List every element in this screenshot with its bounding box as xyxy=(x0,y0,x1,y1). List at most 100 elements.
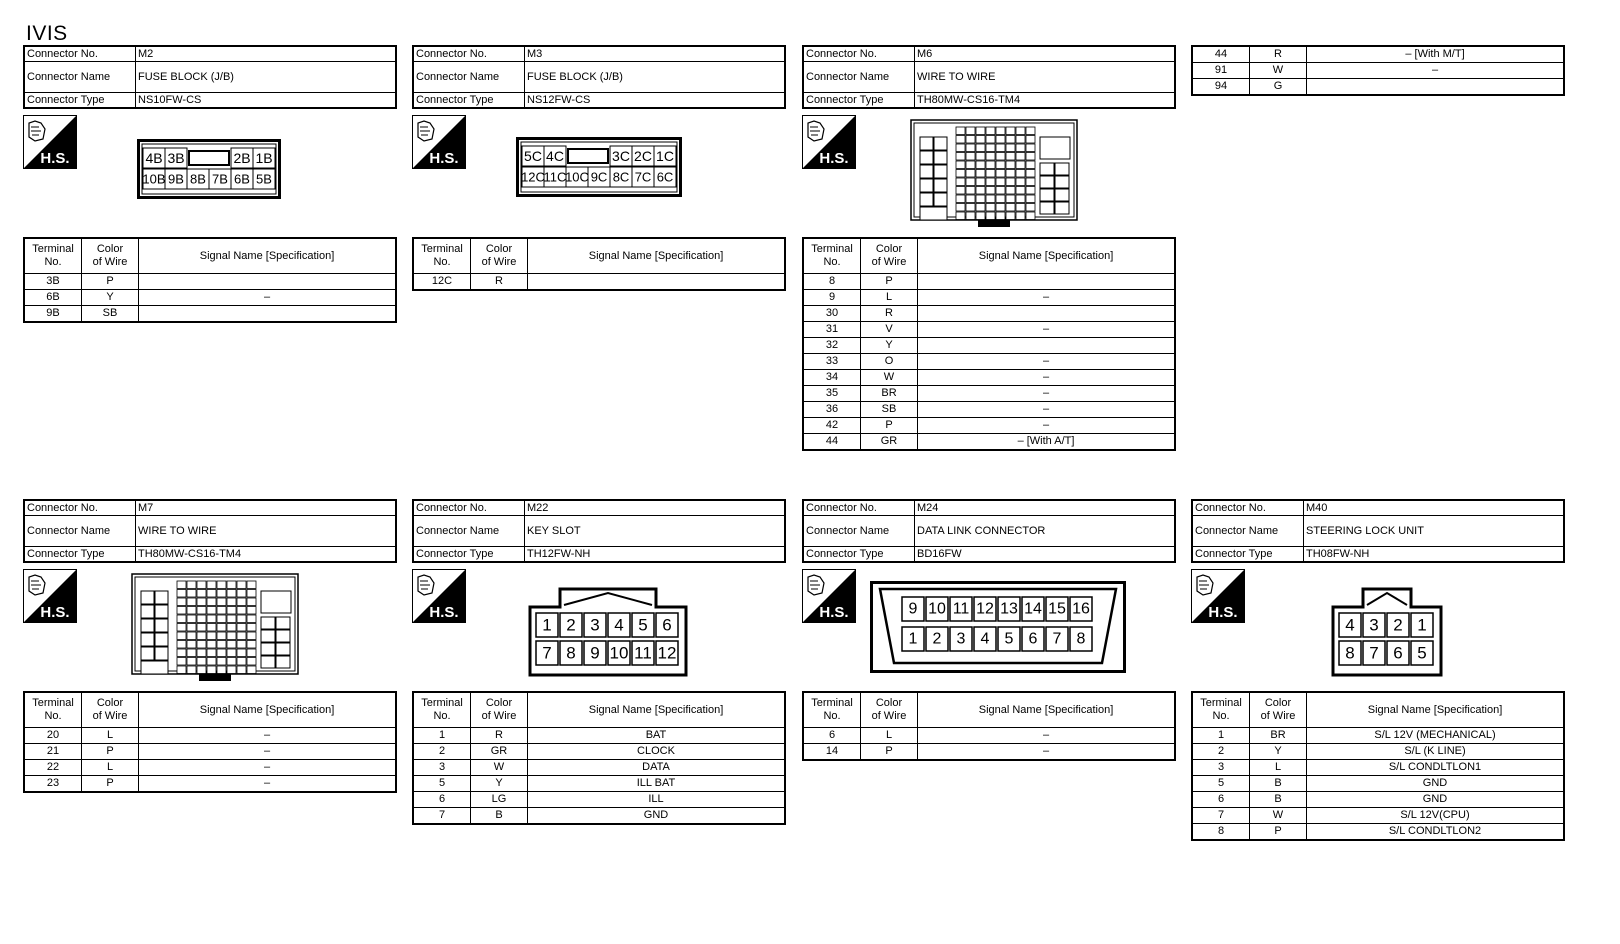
cavity-label: 4 xyxy=(981,631,990,648)
connector-no-label: Connector No. xyxy=(23,499,136,516)
connector-no-row: Connector No.M40 xyxy=(1191,499,1565,516)
signal-name xyxy=(138,305,397,323)
terminal-no: 42 xyxy=(802,417,861,434)
wire-color: P xyxy=(1249,823,1307,841)
color-header-line2: of Wire xyxy=(871,710,907,722)
color-header-line1: Color xyxy=(875,243,903,255)
color-header-line1: Color xyxy=(485,697,513,709)
signal-name: – xyxy=(138,759,397,776)
cavity-label: 10 xyxy=(610,644,629,663)
terminal-header-line1: Terminal xyxy=(421,697,463,709)
connector-no-label: Connector No. xyxy=(802,499,915,516)
cavity-label: 13 xyxy=(1000,601,1018,618)
cavity-label: 1 xyxy=(909,631,918,648)
cavity-label: 7B xyxy=(212,172,228,187)
hs-label: H.S. xyxy=(429,604,458,621)
harness-side-icon: H.S. xyxy=(1191,569,1245,623)
hs-label: H.S. xyxy=(819,604,848,621)
connector-type-label: Connector Type xyxy=(23,546,136,563)
terminal-header-line2: No. xyxy=(44,710,62,722)
terminal-no: 12C xyxy=(412,273,471,291)
connector-type-value: TH80MW-CS16-TM4 xyxy=(914,92,1176,109)
wire-color: R xyxy=(470,727,528,744)
harness-side-icon: H.S. xyxy=(802,115,856,169)
signal-name: S/L 12V (MECHANICAL) xyxy=(1306,727,1565,744)
wire-color: Y xyxy=(470,775,528,792)
terminal-no: 3 xyxy=(1191,759,1250,776)
signal-name: – [With M/T] xyxy=(1306,45,1565,63)
signal-name-header: Signal Name [Specification] xyxy=(917,237,1176,274)
terminal-no: 33 xyxy=(802,353,861,370)
wire-color: W xyxy=(1249,62,1307,79)
signal-name xyxy=(917,305,1176,322)
wire-color: W xyxy=(860,369,918,386)
terminal-header-line1: Terminal xyxy=(32,697,74,709)
connector-face xyxy=(131,573,299,681)
cavity-label: 12 xyxy=(976,601,994,618)
cavity-label: 1 xyxy=(542,616,551,635)
terminal-header-line1: Terminal xyxy=(811,697,853,709)
cavity-label: 2 xyxy=(933,631,942,648)
wire-color: P xyxy=(860,743,918,761)
lock-tab xyxy=(567,148,609,164)
cavity-label: 12 xyxy=(658,644,677,663)
wire-color: G xyxy=(1249,78,1307,96)
color-header-line2: of Wire xyxy=(481,710,517,722)
connector-name-value: FUSE BLOCK (J/B) xyxy=(524,61,786,93)
cavity-label: 11C xyxy=(544,170,567,185)
terminal-no: 8 xyxy=(802,273,861,290)
color-header-line2: of Wire xyxy=(1260,710,1296,722)
color-header-line1: Color xyxy=(1264,697,1292,709)
cavity-label: 2 xyxy=(1393,616,1402,635)
wire-color: SB xyxy=(81,305,139,323)
cavity-label: 3C xyxy=(612,148,630,164)
wire-color: GR xyxy=(860,433,918,451)
signal-name: – xyxy=(917,289,1176,306)
harness-side-icon: H.S. xyxy=(23,569,77,623)
connector-no-row: Connector No.M6 xyxy=(802,45,1176,62)
connector-name-label: Connector Name xyxy=(23,61,136,93)
wire-color: R xyxy=(1249,45,1307,63)
connector-no-value: M6 xyxy=(914,45,1176,62)
hs-label: H.S. xyxy=(819,150,848,167)
cavity-label: 9B xyxy=(168,172,184,187)
wire-color: P xyxy=(81,273,139,290)
cavity-label: 7C xyxy=(635,170,652,185)
cavity-label: 3 xyxy=(590,616,599,635)
signal-name: – xyxy=(917,727,1176,744)
